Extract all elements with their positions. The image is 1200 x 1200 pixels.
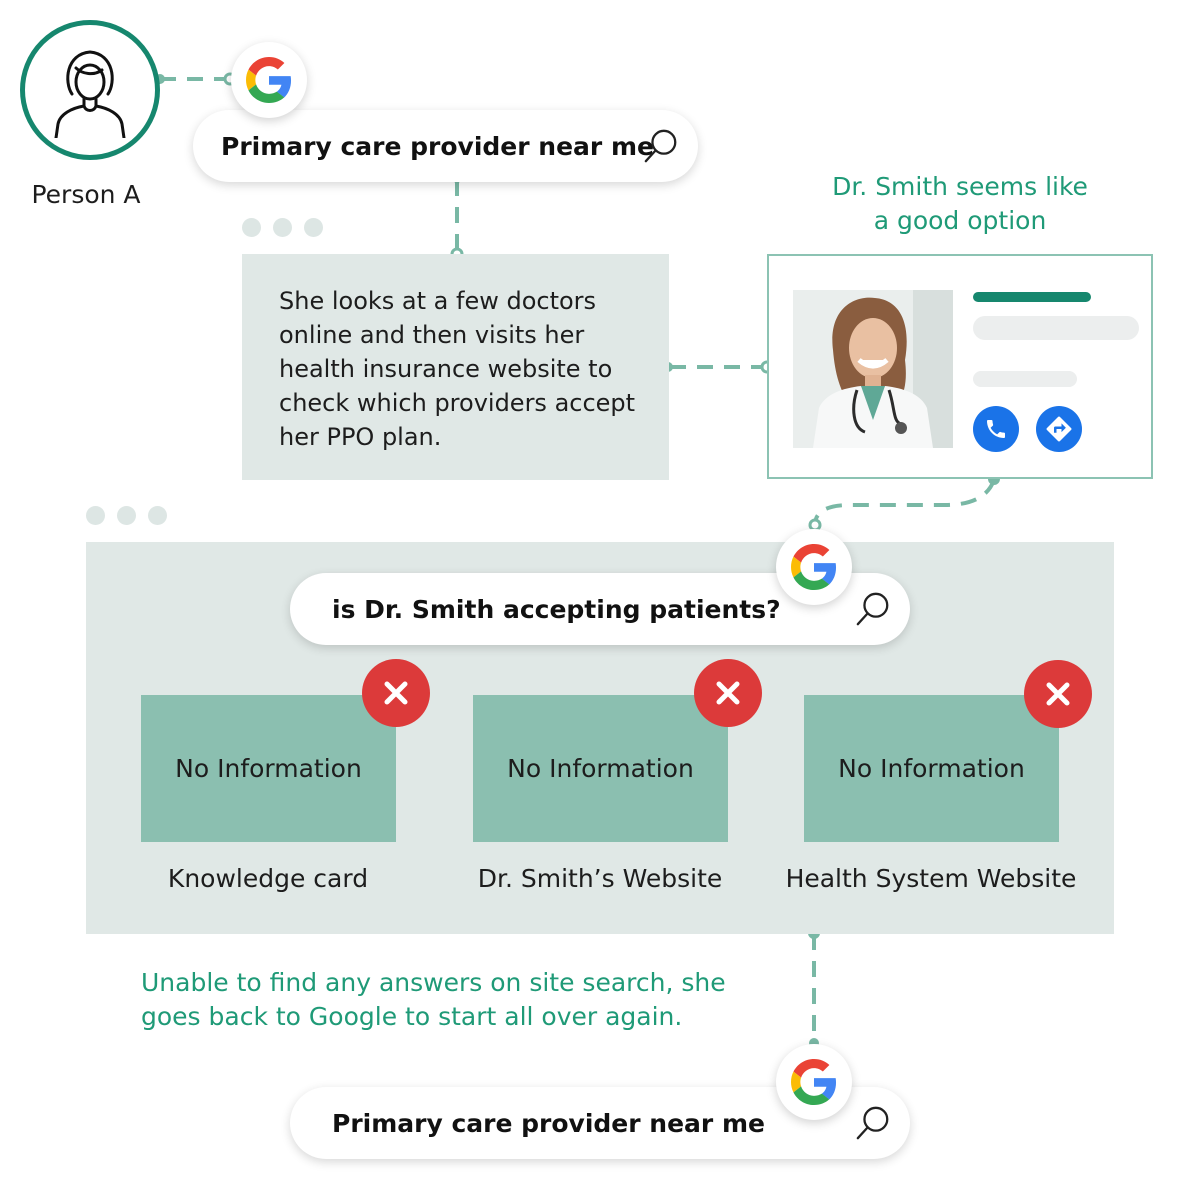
error-x-icon xyxy=(362,659,430,727)
result-status: No Information xyxy=(175,754,362,783)
result-box-health-system-website: No Information xyxy=(804,695,1059,842)
error-x-icon xyxy=(1024,660,1092,728)
restart-note-line-1: Unable to find any answers on site searc… xyxy=(141,968,726,997)
directions-icon xyxy=(1046,416,1072,442)
magnifier-icon[interactable] xyxy=(642,127,680,165)
narrative-note-text: She looks at a few doctors online and th… xyxy=(279,287,636,451)
doctor-opinion-line-2: a good option xyxy=(873,206,1047,235)
search-query: Primary care provider near me xyxy=(221,131,654,161)
doctor-address-bar xyxy=(973,371,1077,387)
result-source-label: Dr. Smith’s Website xyxy=(477,864,723,893)
phone-icon xyxy=(987,420,1005,438)
google-logo-icon xyxy=(776,529,852,605)
doctor-profile-card[interactable] xyxy=(767,254,1153,479)
result-box-doctor-website: No Information xyxy=(473,695,728,842)
error-x-icon xyxy=(694,659,762,727)
search-query: Primary care provider near me xyxy=(332,1108,765,1138)
directions-button[interactable] xyxy=(1036,406,1082,452)
search-query: is Dr. Smith accepting patients? xyxy=(332,594,781,624)
magnifier-icon[interactable] xyxy=(854,1104,892,1142)
restart-note: Unable to find any answers on site searc… xyxy=(141,966,781,1034)
search-results-panel: No Information Knowledge card No Informa… xyxy=(86,542,1114,934)
result-box-knowledge-card: No Information xyxy=(141,695,396,842)
search-bar-primary-care[interactable]: Primary care provider near me xyxy=(193,110,698,182)
smiling-doctor-photo xyxy=(793,290,953,448)
doctor-opinion-note: Dr. Smith seems like a good option xyxy=(800,170,1120,238)
person-label: Person A xyxy=(31,180,141,209)
result-source-label: Health System Website xyxy=(785,864,1077,893)
narrative-note-box: She looks at a few doctors online and th… xyxy=(242,254,669,480)
result-source-label: Knowledge card xyxy=(167,864,369,893)
google-logo-icon xyxy=(776,1044,852,1120)
window-dots xyxy=(242,218,323,237)
window-dots xyxy=(86,506,167,525)
phone-call-button[interactable] xyxy=(973,406,1019,452)
doctor-name-bar xyxy=(973,292,1091,302)
person-avatar xyxy=(20,20,160,160)
doctor-detail-bar xyxy=(973,316,1139,340)
google-logo-icon xyxy=(231,42,307,118)
result-status: No Information xyxy=(507,754,694,783)
doctor-opinion-line-1: Dr. Smith seems like xyxy=(832,172,1088,201)
restart-note-line-2: goes back to Google to start all over ag… xyxy=(141,1002,683,1031)
person-outline-icon xyxy=(54,50,126,138)
result-status: No Information xyxy=(838,754,1025,783)
magnifier-icon[interactable] xyxy=(854,590,892,628)
